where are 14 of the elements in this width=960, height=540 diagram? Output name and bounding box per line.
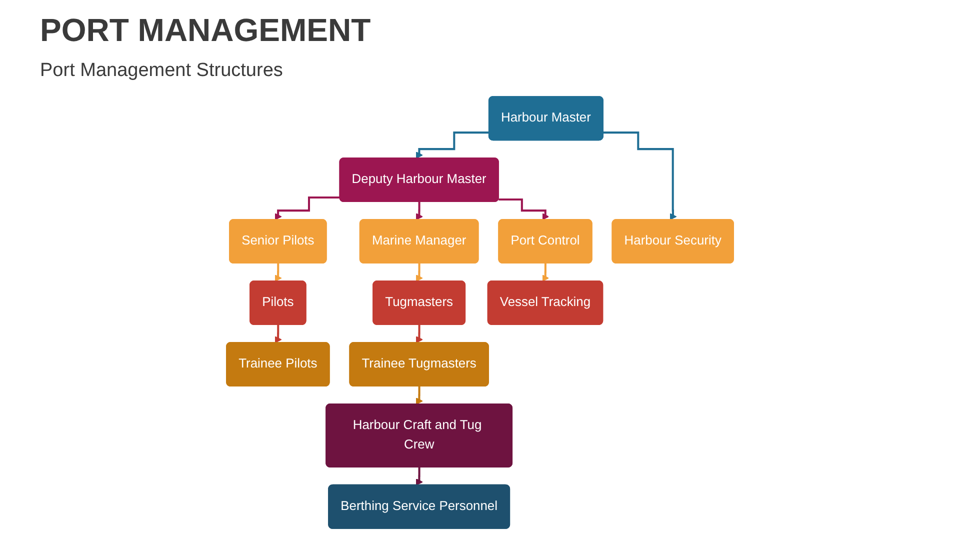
arrow <box>416 201 423 220</box>
arrow <box>274 262 282 282</box>
arrow <box>498 198 550 220</box>
arrow <box>416 324 423 344</box>
arrow <box>416 262 423 282</box>
arrow <box>542 262 550 282</box>
arrow <box>416 466 423 486</box>
arrow <box>274 324 282 344</box>
subtitle: Port Management Structures <box>40 60 283 82</box>
arrow <box>603 132 677 220</box>
arrow <box>416 386 423 405</box>
title: PORT MANAGEMENT <box>40 12 371 49</box>
arrow <box>274 196 340 220</box>
arrow <box>416 132 490 159</box>
